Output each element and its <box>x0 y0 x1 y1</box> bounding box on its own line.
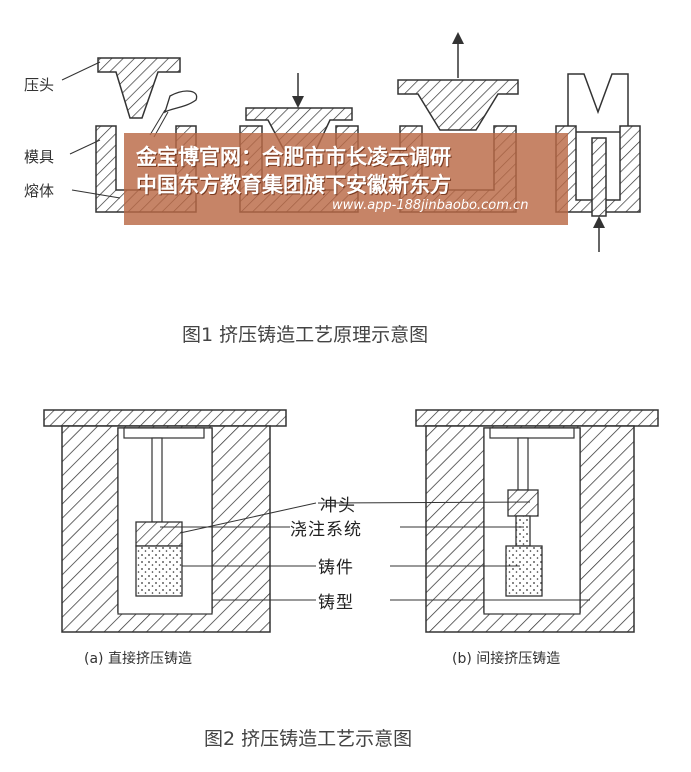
fig2a-punch-holder <box>123 427 205 439</box>
fig2b-gate <box>515 515 531 547</box>
fig1-caption: 图1 挤压铸造工艺原理示意图 <box>182 324 429 346</box>
fig1-cast-part <box>567 73 629 133</box>
fig2b-punch-rod <box>517 437 529 491</box>
watermark-line2: 中国东方教育集团旗下安徽新东方 <box>136 173 451 197</box>
fig2b-assembly <box>415 409 659 633</box>
fig1-press-head-3 <box>397 79 519 131</box>
fig2-callout-mold: 铸型 <box>318 593 354 613</box>
fig2-callout-punch: 冲头 <box>320 496 356 516</box>
fig2a-punch-rod <box>151 437 163 523</box>
watermark-banner <box>124 133 568 225</box>
fig1-press-head-1 <box>97 57 181 119</box>
fig2b-punch <box>507 489 539 517</box>
fig2-callout-casting: 铸件 <box>318 558 354 578</box>
fig2a-punch <box>135 521 183 547</box>
fig2-subcaption-b: (b) 间接挤压铸造 <box>452 651 561 667</box>
fig1-label-die: 模具 <box>24 148 55 166</box>
fig2b-punch-holder <box>489 427 575 439</box>
fig2-caption: 图2 挤压铸造工艺示意图 <box>204 728 413 750</box>
fig1-label-press-head: 压头 <box>24 76 55 94</box>
fig2a-top-plate <box>43 409 287 427</box>
watermark-url: www.app-188jinbaobo.com.cn <box>332 198 529 213</box>
fig2-callout-gating: 浇注系统 <box>290 520 362 540</box>
fig2a-assembly <box>43 409 287 633</box>
fig1-stage4 <box>555 73 641 252</box>
fig2b-casting <box>505 545 543 597</box>
fig2a-casting <box>135 545 183 597</box>
fig1-label-melt: 熔体 <box>24 182 55 200</box>
fig2-subcaption-a: (a) 直接挤压铸造 <box>84 651 192 667</box>
fig1-pouring-ladle <box>163 90 198 114</box>
fig1-ejector <box>591 137 607 217</box>
fig2b-top-plate <box>415 409 659 427</box>
watermark-line1: 金宝博官网：合肥市市长凌云调研 <box>136 145 451 169</box>
